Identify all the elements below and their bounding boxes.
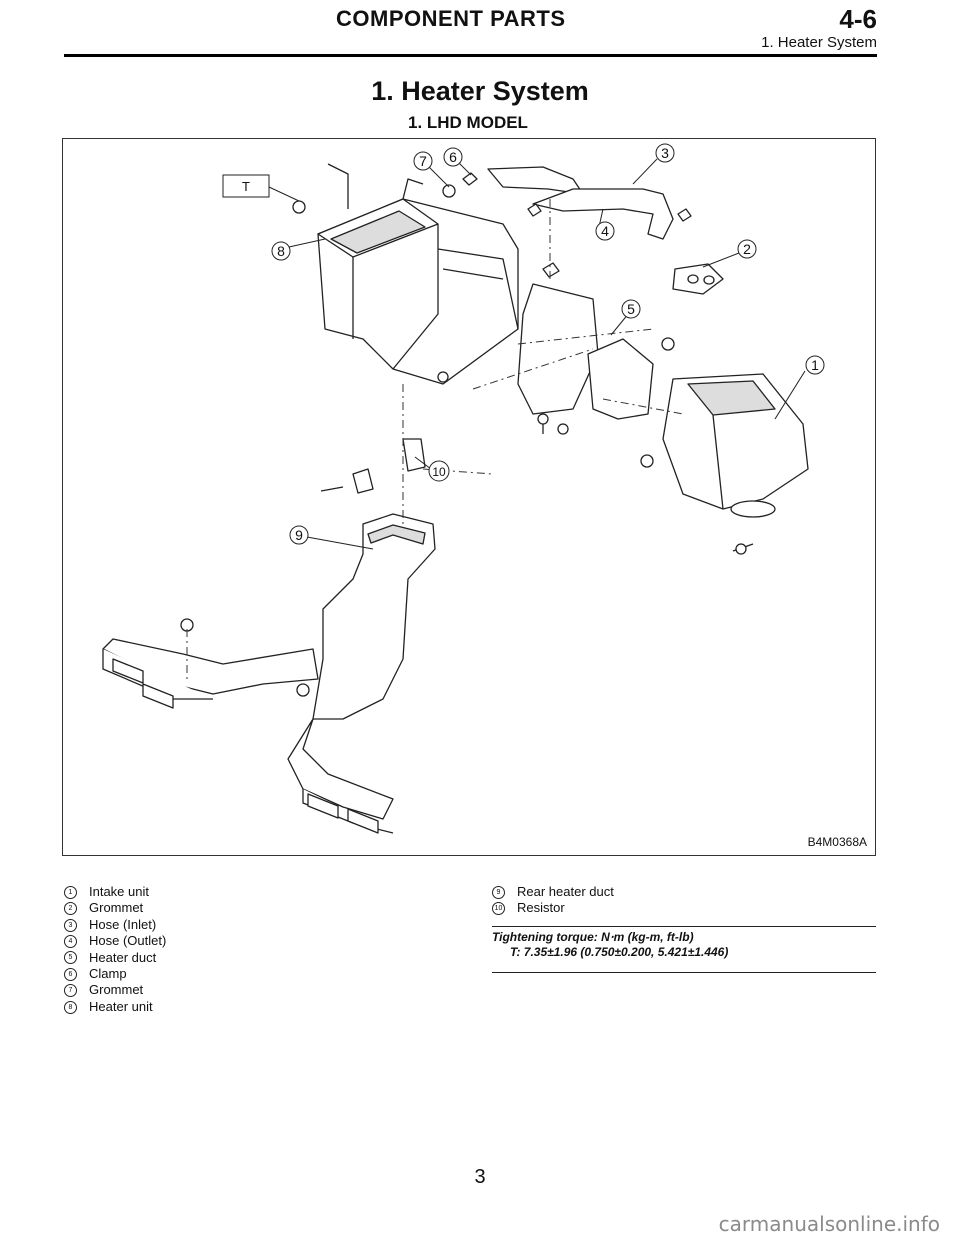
rear-heater-duct-drawing	[102, 513, 436, 834]
torque-spec-box: Tightening torque: N⋅m (kg-m, ft-lb) T: …	[492, 926, 876, 973]
watermark[interactable]: carmanualsonline.info	[718, 1212, 940, 1236]
legend-label: Hose (Inlet)	[89, 916, 157, 932]
heater-unit-drawing	[317, 163, 519, 385]
figure-id: B4M0368A	[807, 835, 867, 849]
legend-label: Resistor	[517, 900, 565, 916]
torque-value: T: 7.35±1.96 (0.750±0.200, 5.421±1.446)	[510, 945, 729, 959]
header-rule	[64, 54, 877, 57]
legend-number: 3	[64, 918, 77, 932]
section-subtitle: 1. Heater System	[761, 34, 877, 51]
callout-3: 3	[661, 145, 669, 161]
torque-heading: Tightening torque: N⋅m (kg-m, ft-lb)	[492, 930, 694, 944]
torque-tag: T	[242, 179, 250, 194]
legend-item: 5 Heater duct	[64, 950, 166, 966]
legend-number: 6	[64, 967, 77, 981]
legend-number: 10	[492, 902, 505, 916]
callout-7: 7	[419, 153, 427, 169]
legend-label: Heater duct	[89, 949, 157, 965]
legend-number: 5	[64, 951, 77, 965]
legend-number: 8	[64, 1000, 77, 1014]
callout-5: 5	[627, 301, 635, 317]
page-header: COMPONENT PARTS 4-6 1. Heater System	[64, 0, 877, 58]
legend-label: Heater unit	[89, 998, 153, 1014]
legend-label: Rear heater duct	[517, 884, 614, 899]
legend-number: 2	[64, 902, 77, 916]
legend-item: 8 Heater unit	[64, 999, 166, 1015]
legend-number: 1	[64, 885, 77, 899]
legend-item: 2 Grommet	[64, 900, 166, 916]
callout-4: 4	[601, 223, 609, 239]
page-number: 3	[474, 1166, 486, 1188]
legend-item: 7 Grommet	[64, 982, 166, 998]
heater-duct-drawing	[517, 283, 599, 415]
section-number: 4-6	[839, 4, 877, 34]
legend-number: 4	[64, 934, 77, 948]
legend-number: 9	[492, 885, 505, 899]
legend-item: 4 Hose (Outlet)	[64, 933, 166, 949]
callout-2: 2	[743, 241, 751, 257]
callout-1: 1	[811, 357, 819, 373]
legend-item: 1 Intake unit	[64, 884, 166, 900]
legend-right: 9 Rear heater duct 10 Resistor	[492, 884, 614, 917]
section-title: COMPONENT PARTS	[336, 6, 566, 31]
resistor-drawing	[402, 438, 426, 472]
legend-label: Clamp	[89, 966, 127, 982]
exploded-diagram: T 1 2 3 4 5 6 7 8 9 10 B4M0368A	[62, 138, 876, 856]
bolt-t-drawing	[292, 200, 306, 214]
callout-10: 10	[432, 465, 446, 479]
callout-6: 6	[449, 149, 457, 165]
grommet-7-drawing	[442, 184, 456, 198]
legend-number: 7	[64, 984, 77, 998]
diagram-drawing: T 1 2 3 4 5 6 7 8 9 10	[102, 143, 825, 834]
legend-item: 9 Rear heater duct	[492, 884, 614, 900]
page-heading: 1. Heater System	[371, 76, 589, 106]
legend-label: Grommet	[89, 900, 144, 916]
legend-label: Grommet	[89, 982, 144, 998]
callout-9: 9	[295, 527, 303, 543]
callout-8: 8	[277, 243, 285, 259]
legend-item: 10 Resistor	[492, 900, 614, 916]
legend-label: Hose (Outlet)	[89, 933, 167, 949]
page-subheading: 1. LHD MODEL	[408, 113, 528, 132]
legend-label: Intake unit	[89, 884, 149, 899]
clamp-drawing	[462, 172, 478, 186]
legend-item: 6 Clamp	[64, 966, 166, 982]
legend-item: 3 Hose (Inlet)	[64, 917, 166, 933]
